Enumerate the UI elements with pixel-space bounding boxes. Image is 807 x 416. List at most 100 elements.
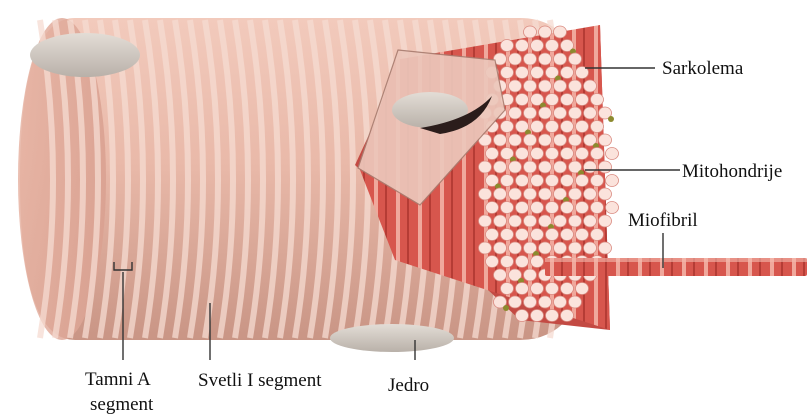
myofibril-end <box>531 310 544 322</box>
myofibril-end <box>494 188 507 200</box>
myofibril-end <box>591 148 604 160</box>
myofibril-end <box>599 242 612 254</box>
label-tamni-line2: segment <box>90 394 154 415</box>
myofibril-end <box>509 53 522 65</box>
myofibril-end <box>554 242 567 254</box>
myofibril-end <box>501 283 514 295</box>
myofibril-end <box>531 121 544 133</box>
myofibril-end <box>524 134 537 146</box>
myofibril-end <box>509 107 522 119</box>
myofibril-end <box>509 242 522 254</box>
myofibril-end <box>501 202 514 214</box>
myofibril-end <box>561 202 574 214</box>
myofibril-end <box>524 188 537 200</box>
myofibril-end <box>524 296 537 308</box>
myofibril-end <box>584 215 597 227</box>
myofibril-end <box>539 80 552 92</box>
myofibril-end <box>599 161 612 173</box>
mitochondrion <box>608 116 614 122</box>
myofibril-end <box>584 242 597 254</box>
myofibril-end <box>494 134 507 146</box>
myofibril-end <box>561 175 574 187</box>
myofibril-end <box>531 175 544 187</box>
myofibril-end <box>561 94 574 106</box>
myofibril-end <box>599 215 612 227</box>
myofibril-end <box>509 215 522 227</box>
myofibril-end <box>486 202 499 214</box>
myofibril-end <box>486 256 499 268</box>
myofibril-end <box>591 175 604 187</box>
myofibril-end <box>546 283 559 295</box>
myofibril-end <box>539 53 552 65</box>
myofibril-end <box>516 256 529 268</box>
myofibril-end <box>561 67 574 79</box>
myofibril-end <box>524 26 537 38</box>
myofibril-end <box>501 256 514 268</box>
myofibril-end <box>539 134 552 146</box>
myofibril-end <box>561 148 574 160</box>
myofibril-end <box>531 256 544 268</box>
myofibril-end <box>591 229 604 241</box>
myofibril-end <box>569 80 582 92</box>
myofibril-end <box>584 161 597 173</box>
myofibril-end <box>569 107 582 119</box>
myofibril-end <box>509 188 522 200</box>
myofibril-end <box>584 107 597 119</box>
myofibril-end <box>494 269 507 281</box>
myofibril-end <box>531 148 544 160</box>
myofibril-end <box>576 94 589 106</box>
myofibril-end <box>524 53 537 65</box>
myofibril-end <box>561 283 574 295</box>
myofibril-end <box>584 188 597 200</box>
myofibril-end <box>554 53 567 65</box>
myofibril-end <box>539 188 552 200</box>
myofibril-end <box>479 242 492 254</box>
myofibril-end <box>531 283 544 295</box>
myofibril-end <box>561 121 574 133</box>
myofibril-end <box>516 229 529 241</box>
myofibril-end <box>531 202 544 214</box>
myofibril-end <box>554 134 567 146</box>
label-tamni-line1: Tamni A <box>85 369 151 390</box>
myofibril-end <box>539 242 552 254</box>
myofibril-end <box>509 80 522 92</box>
myofibril-end <box>531 229 544 241</box>
myofibril-end <box>524 107 537 119</box>
myofibril-end <box>554 107 567 119</box>
myofibril-end <box>539 296 552 308</box>
myofibril-end <box>479 188 492 200</box>
myofibril-end <box>591 94 604 106</box>
myofibril-end <box>569 188 582 200</box>
label-svetli: Svetli I segment <box>198 370 322 391</box>
myofibril-end <box>554 26 567 38</box>
single-myofibril <box>545 258 807 276</box>
myofibril-end <box>479 161 492 173</box>
myofibril-end <box>546 121 559 133</box>
myofibril-end <box>501 229 514 241</box>
myofibril-end <box>531 67 544 79</box>
myofibril-end <box>486 148 499 160</box>
myofibril-end <box>569 53 582 65</box>
myofibril-end <box>539 161 552 173</box>
myofibril-end <box>501 175 514 187</box>
myofibril-end <box>516 310 529 322</box>
myofibril-end <box>591 121 604 133</box>
myofibril-end <box>486 229 499 241</box>
myofibril-end <box>546 310 559 322</box>
myofibril-end <box>479 215 492 227</box>
myofibril-end <box>561 310 574 322</box>
myofibril-end <box>546 94 559 106</box>
myofibril-end <box>509 134 522 146</box>
myofibril-end <box>501 67 514 79</box>
myofibril-end <box>576 121 589 133</box>
myofibril-end <box>501 121 514 133</box>
myofibril-end <box>554 80 567 92</box>
myofibril-end <box>539 107 552 119</box>
myofibril-end <box>509 161 522 173</box>
myofibril-end <box>494 161 507 173</box>
myofibril-end <box>606 175 619 187</box>
myofibril-end <box>584 80 597 92</box>
mitochondrion <box>503 305 509 311</box>
myofibril-end <box>531 40 544 52</box>
